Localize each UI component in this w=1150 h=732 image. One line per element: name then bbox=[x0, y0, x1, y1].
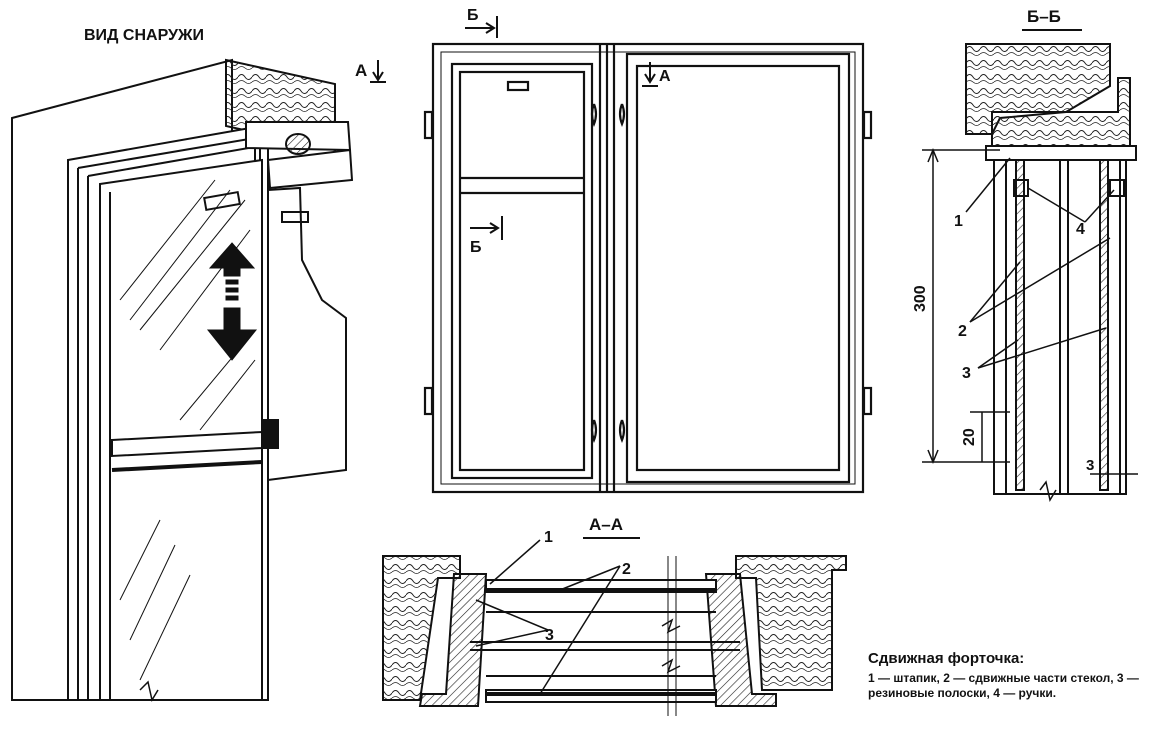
section-b-marker-top: Б bbox=[467, 7, 479, 24]
section-a-marker-left: А bbox=[355, 61, 367, 80]
outside-view-title: ВИД СНАРУЖИ bbox=[84, 27, 204, 44]
slide-direction-arrow bbox=[206, 242, 258, 361]
front-view-drawing bbox=[423, 42, 873, 494]
callout-1-aa: 1 bbox=[544, 529, 553, 546]
callout-3-aa: 3 bbox=[545, 627, 554, 644]
dimension-300: 300 bbox=[912, 285, 929, 312]
section-aa-title: А–А bbox=[589, 515, 623, 534]
callout-leaders-bb bbox=[965, 157, 1115, 369]
dimension-3: 3 bbox=[1086, 457, 1094, 474]
callout-1-bb: 1 bbox=[954, 213, 963, 230]
legend-caption: Сдвижная форточка: 1 — штапик, 2 — сдвиж… bbox=[868, 650, 1140, 701]
section-b-arrow-top bbox=[465, 16, 498, 38]
callout-3-bb: 3 bbox=[962, 365, 971, 382]
section-a-arrow-left bbox=[370, 60, 386, 83]
callout-2-aa: 2 bbox=[622, 561, 631, 578]
callout-4-bb: 4 bbox=[1076, 221, 1085, 238]
section-bb-drawing bbox=[965, 43, 1137, 502]
section-b-marker-mid: Б bbox=[470, 239, 482, 256]
section-a-arrow-right bbox=[642, 62, 658, 87]
callout-leaders-aa bbox=[475, 539, 621, 695]
outside-view-drawing bbox=[11, 58, 354, 702]
section-b-arrow-mid bbox=[470, 216, 503, 240]
legend-body: 1 — штапик, 2 — сдвижные части стекол, 3… bbox=[868, 671, 1139, 700]
section-bb-title: Б–Б bbox=[1027, 7, 1061, 26]
callout-2-bb: 2 bbox=[958, 323, 967, 340]
legend-title: Сдвижная форточка: bbox=[868, 650, 1025, 667]
dimension-20: 20 bbox=[961, 428, 978, 446]
section-aa-drawing bbox=[382, 555, 847, 716]
dimension-lines-bb bbox=[922, 148, 1138, 475]
section-a-marker-right: А bbox=[659, 68, 671, 85]
